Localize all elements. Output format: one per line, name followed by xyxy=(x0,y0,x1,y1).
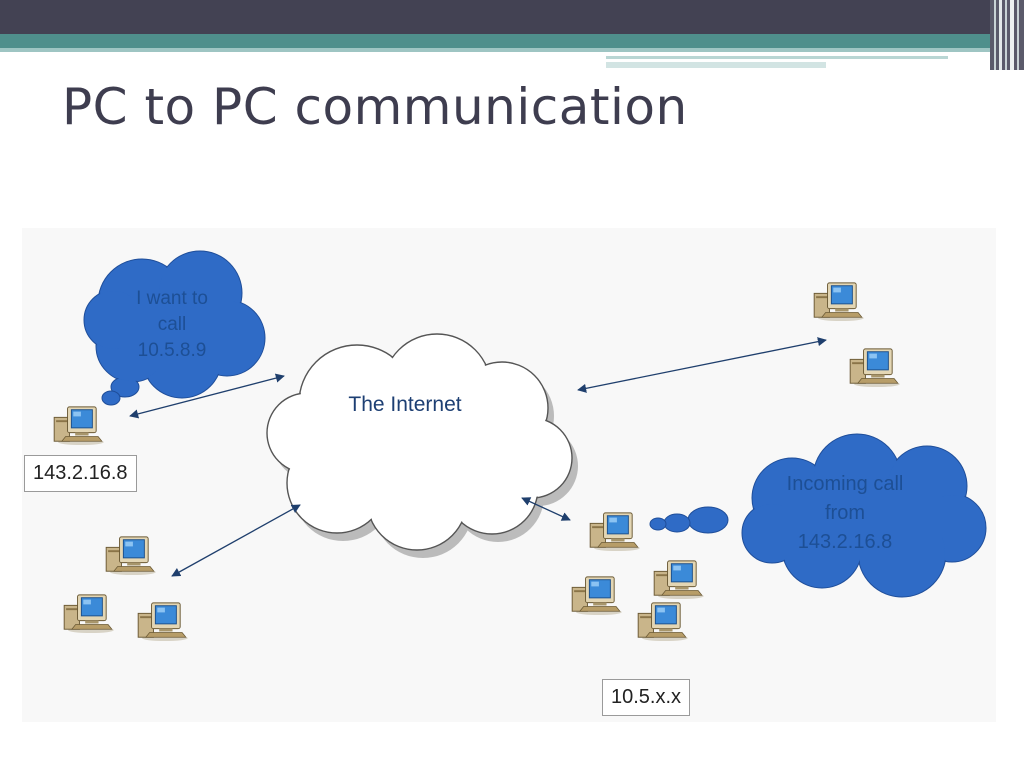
computer-icon xyxy=(653,560,705,600)
caller-bubble-line-2: call xyxy=(158,314,187,335)
receiver-bubble-line-2: from xyxy=(825,502,865,524)
caller-ip-label: 143.2.16.8 xyxy=(24,455,137,492)
caller-bubble-line-3: 10.5.8.9 xyxy=(138,340,207,361)
caller-bubble-line-1: I want to xyxy=(136,288,208,309)
receiver-computer-icon xyxy=(589,512,641,552)
header-bar-teal xyxy=(0,34,1024,48)
computer-icon xyxy=(813,282,865,322)
caller-computer-icon xyxy=(53,406,105,446)
computer-icon xyxy=(63,594,115,634)
computer-icon xyxy=(637,602,689,642)
header-accent-line xyxy=(606,56,948,59)
receiver-network-label: 10.5.x.x xyxy=(602,679,691,716)
computer-icon xyxy=(105,536,157,576)
header-bar-dark xyxy=(0,0,1024,34)
arrow-caller-internet xyxy=(129,373,285,419)
internet-cloud xyxy=(266,333,578,558)
slide-title: PC to PC communication xyxy=(62,78,688,136)
internet-label: The Internet xyxy=(348,393,461,416)
header-stripes-decoration xyxy=(990,0,1024,70)
arrow-internet-remote-pcs xyxy=(577,337,827,393)
computer-icon xyxy=(849,348,901,388)
computer-icon xyxy=(571,576,623,616)
arrow-internet-local-pcs xyxy=(171,504,301,577)
receiver-bubble-line-3: 143.2.16.8 xyxy=(798,531,893,553)
receiver-bubble-line-1: Incoming call xyxy=(787,473,904,495)
header-accent-line xyxy=(606,62,826,68)
arrow-internet-receiver-network xyxy=(521,497,571,521)
computer-icon xyxy=(137,602,189,642)
header-accent-line xyxy=(0,48,1024,52)
network-diagram: The Internet I want to call 10.5.8.9 xyxy=(22,228,996,722)
